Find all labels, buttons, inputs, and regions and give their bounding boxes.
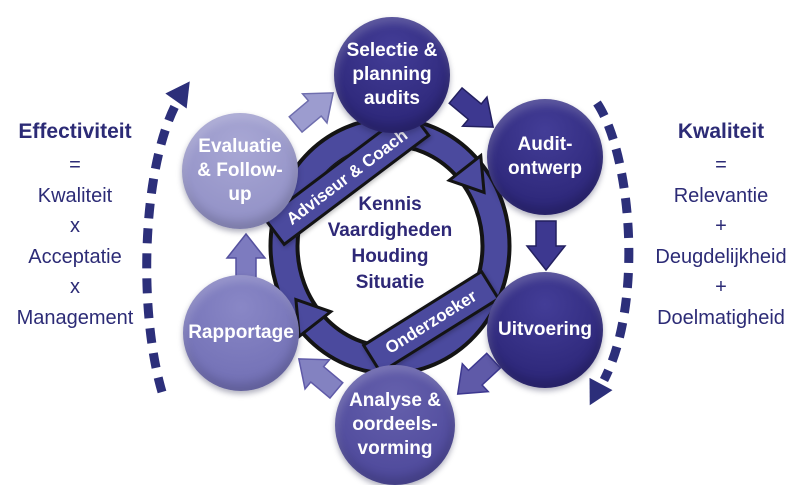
circle-rapportage: Rapportage [183,275,299,391]
circle-audit-ontwerp: Audit- ontwerp [487,99,603,215]
circle-selectie-planning-audits: Selectie & planning audits [334,17,450,133]
circle-audit-label: Audit- ontwerp [508,134,582,179]
circle-analyse-oordeelsvorming: Analyse & oordeels- vorming [335,365,455,485]
circle-rapportage-label: Rapportage [188,322,294,343]
circle-analyse-label: Analyse & oordeels- vorming [349,390,441,459]
arrow-audit-to-uitvoering-icon [525,220,567,272]
right-formula-title: Kwaliteit [677,120,765,143]
arrow-analyse-to-rapportage-icon [297,358,344,400]
circle-evaluatie-followup: Evaluatie & Follow- up [182,113,298,229]
left-formula-effectiviteit: Effectiviteit = Kwaliteit x Acceptatie x… [0,117,150,333]
arrow-evaluatie-to-selectie-icon [288,92,335,134]
arrow-uitvoering-to-analyse-icon [456,352,502,395]
right-formula-body: = Relevantie + Deugdelijkheid + Doelmati… [655,154,787,329]
right-dashed-cycle-arrow-icon [589,100,634,406]
ring-arrowhead-bottom-icon [294,297,334,340]
circle-uitvoering-label: Uitvoering [498,319,592,340]
ring-arrowhead-top-icon [446,152,486,195]
center-cycle-text: Kennis Vaardigheden Houding Situatie [327,194,453,293]
circle-evaluatie-label: Evaluatie & Follow- up [197,136,283,205]
circle-selectie-label: Selectie & planning audits [346,40,438,109]
right-formula-kwaliteit: Kwaliteit = Relevantie + Deugdelijkheid … [642,117,800,333]
left-dashed-cycle-arrow-icon [142,81,190,394]
left-formula-body: = Kwaliteit x Acceptatie x Management [16,154,134,329]
circle-uitvoering: Uitvoering [487,272,603,388]
left-formula-title: Effectiviteit [18,120,132,143]
arrow-selectie-to-audit-icon [448,86,495,128]
